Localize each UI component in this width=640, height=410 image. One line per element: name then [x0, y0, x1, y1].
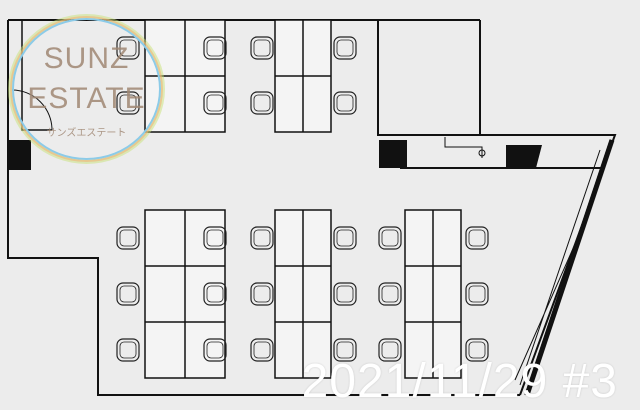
- chair-icon: [203, 282, 227, 306]
- date-stamp: 2021/11/29 #3: [301, 355, 618, 408]
- chair-icon: [116, 226, 140, 250]
- chair-icon: [250, 338, 274, 362]
- chair-icon: [465, 338, 489, 362]
- chair-seat: [336, 341, 354, 359]
- chair-icon: [250, 226, 274, 250]
- chair-icon: [378, 282, 402, 306]
- chair-seat: [119, 341, 137, 359]
- chair-icon: [203, 36, 227, 60]
- chair-seat: [381, 285, 399, 303]
- chair-seat: [336, 229, 354, 247]
- pillar: [506, 145, 542, 168]
- chair-seat: [119, 285, 137, 303]
- fixture-icon: [478, 149, 486, 157]
- chair-icon: [333, 36, 357, 60]
- chair-seat: [336, 39, 354, 57]
- chair-icon: [116, 282, 140, 306]
- chair-icon: [333, 91, 357, 115]
- chair-icon: [333, 338, 357, 362]
- chair-seat: [206, 341, 224, 359]
- chair-seat: [468, 341, 486, 359]
- chair-icon: [203, 226, 227, 250]
- chair-seat: [381, 341, 399, 359]
- chair-seat: [253, 285, 271, 303]
- left-bottom-wall: [7, 20, 520, 396]
- chair-seat: [468, 229, 486, 247]
- pillar: [379, 140, 407, 168]
- chair-seat: [468, 285, 486, 303]
- pillar: [9, 140, 31, 170]
- chair-icon: [116, 338, 140, 362]
- chair-seat: [206, 285, 224, 303]
- chair-icon: [378, 226, 402, 250]
- chair-icon: [203, 91, 227, 115]
- chair-seat: [336, 94, 354, 112]
- chair-icon: [333, 282, 357, 306]
- sunz-estate-logo: SUNZ ESTATE サンズエステート: [12, 18, 161, 160]
- chair-icon: [250, 282, 274, 306]
- right-wall: [400, 134, 617, 396]
- chair-seat: [253, 341, 271, 359]
- logo-line1: SUNZ: [43, 42, 130, 75]
- walls: [7, 19, 617, 396]
- logo-japanese: サンズエステート: [46, 128, 127, 139]
- chair-icon: [250, 91, 274, 115]
- chair-seat: [206, 39, 224, 57]
- furniture: [116, 19, 489, 379]
- partition: [444, 137, 483, 158]
- chair-seat: [336, 285, 354, 303]
- chair-icon: [465, 226, 489, 250]
- logo-line2: ESTATE: [27, 82, 146, 115]
- exterior-wall: [524, 139, 615, 396]
- chair-icon: [378, 338, 402, 362]
- chair-seat: [253, 229, 271, 247]
- chair-seat: [253, 39, 271, 57]
- chair-seat: [119, 229, 137, 247]
- chair-seat: [206, 94, 224, 112]
- chair-seat: [253, 94, 271, 112]
- chair-icon: [465, 282, 489, 306]
- chair-icon: [203, 338, 227, 362]
- chair-seat: [381, 229, 399, 247]
- chair-seat: [206, 229, 224, 247]
- chair-icon: [250, 36, 274, 60]
- chair-icon: [333, 226, 357, 250]
